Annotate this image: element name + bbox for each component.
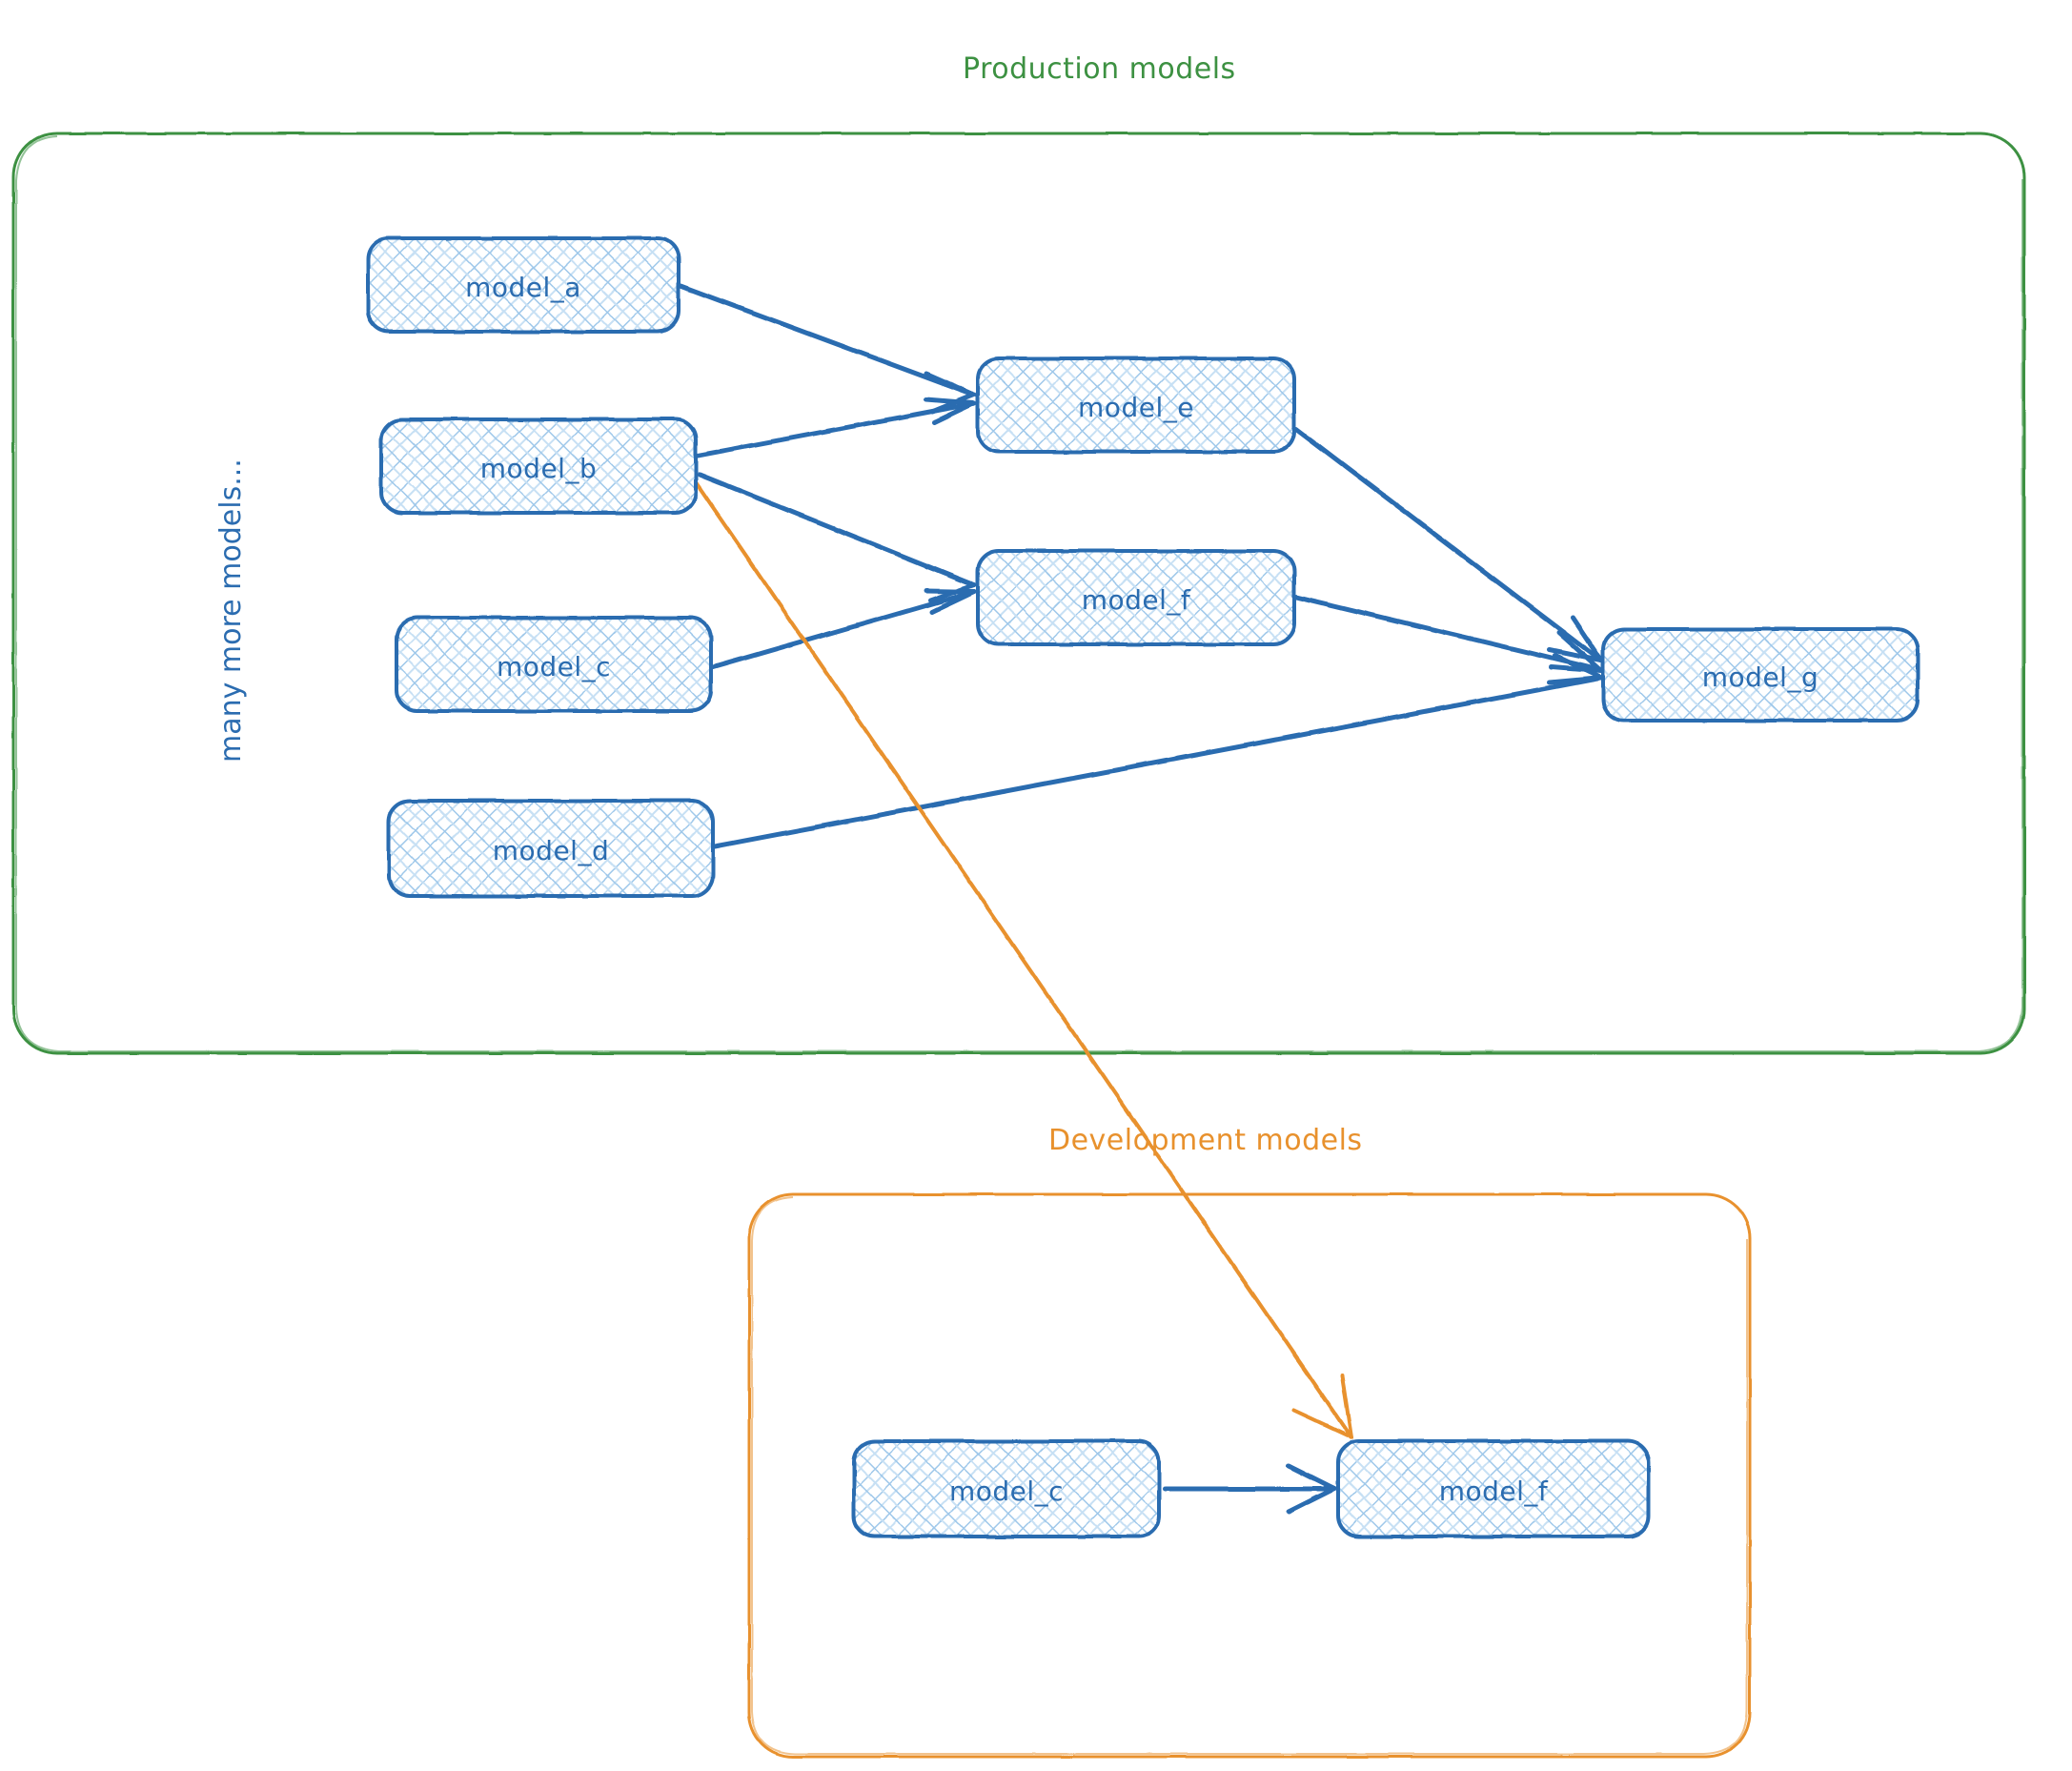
node-box — [976, 549, 1296, 646]
group-production[interactable]: Production models — [11, 52, 2026, 1055]
node-prod-model-f[interactable]: model_f — [976, 549, 1296, 646]
node-box — [366, 236, 681, 334]
node-label-prod-model-b: model_b — [480, 453, 597, 484]
node-box — [1601, 627, 1920, 723]
development-container-border-sketch — [751, 1196, 1748, 1755]
edge-c-to-f — [710, 588, 977, 670]
node-box — [852, 1439, 1161, 1538]
node-box — [976, 356, 1296, 454]
node-dev-model-c[interactable]: model_c — [852, 1439, 1161, 1538]
edge-f-to-g — [1293, 594, 1604, 674]
node-box — [395, 616, 713, 713]
node-label-dev-model-c: model_c — [949, 1476, 1064, 1507]
node-prod-model-g[interactable]: model_g — [1601, 627, 1920, 723]
node-box — [387, 799, 715, 898]
development-container-border — [747, 1192, 1752, 1759]
many-more-models-label: many more models... — [214, 458, 248, 763]
node-label-dev-model-f: model_f — [1439, 1476, 1549, 1507]
node-box — [379, 417, 698, 515]
edge-e-to-g — [1293, 426, 1604, 663]
edge-d-to-g — [712, 653, 1604, 849]
production-container-border — [11, 132, 2026, 1055]
edge-devc-to-devf — [1162, 1463, 1337, 1515]
many-more-models-note: many more models... — [214, 458, 248, 763]
edge-b-to-e — [695, 397, 977, 458]
group-development[interactable]: Development models — [747, 1124, 1752, 1759]
edge-b-to-dev-f — [694, 480, 1353, 1439]
node-label-prod-model-a: model_a — [465, 272, 581, 303]
node-prod-model-b[interactable]: model_b — [379, 417, 698, 515]
edge-a-to-e — [678, 283, 977, 415]
node-prod-model-a[interactable]: model_a — [366, 236, 681, 334]
production-container-border-sketch — [15, 135, 2023, 1052]
node-prod-model-e[interactable]: model_e — [976, 356, 1296, 454]
node-prod-model-c[interactable]: model_c — [395, 616, 713, 713]
node-dev-model-f[interactable]: model_f — [1336, 1439, 1651, 1538]
edge-b-to-f — [697, 472, 977, 603]
node-box — [1336, 1439, 1651, 1538]
node-label-prod-model-d: model_d — [493, 835, 609, 866]
node-prod-model-d[interactable]: model_d — [387, 799, 715, 898]
node-label-prod-model-c: model_c — [497, 651, 611, 682]
node-label-prod-model-f: model_f — [1082, 584, 1191, 616]
node-label-prod-model-e: model_e — [1078, 392, 1194, 423]
group-development-label: Development models — [1048, 1124, 1363, 1157]
group-production-label: Production models — [963, 52, 1236, 86]
node-label-prod-model-g: model_g — [1702, 662, 1818, 693]
